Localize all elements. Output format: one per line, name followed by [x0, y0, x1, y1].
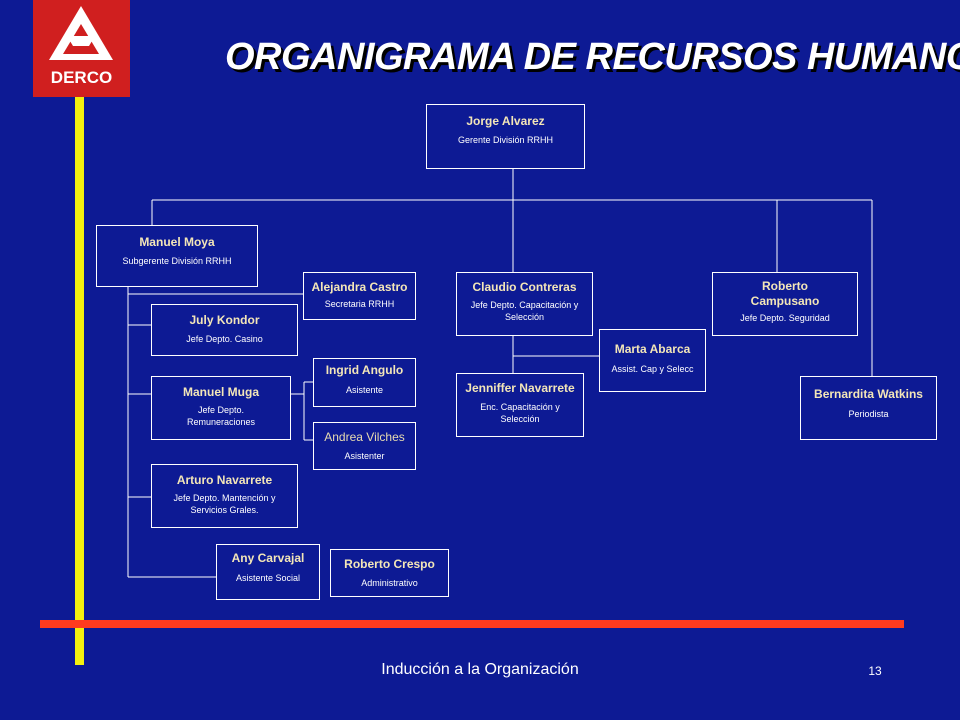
- node-name: Manuel Muga: [182, 385, 259, 399]
- yellow-vertical-bar: [75, 97, 84, 665]
- node-claudio-contreras: Claudio Contreras Jefe Depto. Capacitaci…: [456, 272, 593, 336]
- node-role: Periodista: [848, 409, 889, 419]
- node-role: Jefe Depto. Casino: [186, 334, 263, 344]
- node-role: Jefe Depto. Mantención y Servicios Grale…: [173, 493, 276, 515]
- node-role: Subgerente División RRHH: [122, 256, 232, 266]
- node-roberto-crespo: Roberto Crespo Administrativo: [330, 549, 449, 597]
- page-number: 13: [868, 664, 882, 678]
- node-any-carvajal: Any Carvajal Asistente Social: [216, 544, 320, 600]
- page-title: ORGANIGRAMA DE RECURSOS HUMANOS: [225, 36, 960, 78]
- node-name: Andrea Vilches: [324, 430, 405, 444]
- node-ingrid-angulo: Ingrid Angulo Asistente: [313, 358, 416, 407]
- node-role: Enc. Capacitación y Selección: [480, 402, 560, 424]
- node-manuel-moya: Manuel Moya Subgerente División RRHH: [96, 225, 258, 287]
- node-name: Roberto Crespo: [344, 557, 435, 571]
- node-name: Arturo Navarrete: [176, 473, 273, 487]
- derco-emblem-icon: [49, 6, 113, 60]
- derco-logo: DERCO: [33, 0, 130, 97]
- node-name: Claudio Contreras: [472, 280, 577, 294]
- node-name: Ingrid Angulo: [325, 363, 404, 377]
- node-role: Secretaria RRHH: [324, 299, 395, 309]
- node-role: Assist. Cap y Selecc: [611, 364, 694, 374]
- node-role: Gerente División RRHH: [457, 135, 554, 145]
- node-role: Jefe Depto. Seguridad: [740, 313, 830, 323]
- node-alejandra-castro: Alejandra Castro Secretaria RRHH: [303, 272, 416, 320]
- node-jenniffer-navarrete: Jenniffer Navarrete Enc. Capacitación y …: [456, 373, 584, 437]
- logo-text: DERCO: [50, 68, 113, 87]
- node-role: Jefe Depto. Remuneraciones: [186, 405, 256, 427]
- node-role: Administrativo: [361, 578, 418, 588]
- node-july-kondor: July Kondor Jefe Depto. Casino: [151, 304, 298, 356]
- node-name: Roberto Campusano: [750, 279, 820, 308]
- node-arturo-navarrete: Arturo Navarrete Jefe Depto. Mantención …: [151, 464, 298, 528]
- node-name: Marta Abarca: [614, 342, 691, 356]
- node-andrea-vilches: Andrea Vilches Asistenter: [313, 422, 416, 470]
- node-manuel-muga: Manuel Muga Jefe Depto. Remuneraciones: [151, 376, 291, 440]
- node-name: Any Carvajal: [231, 551, 305, 565]
- node-role: Asistenter: [344, 451, 385, 461]
- node-bernardita-watkins: Bernardita Watkins Periodista: [800, 376, 937, 440]
- node-name: July Kondor: [189, 313, 260, 327]
- node-name: Jenniffer Navarrete: [465, 381, 575, 395]
- node-name: Jorge Alvarez: [466, 114, 545, 128]
- node-role: Asistente: [345, 385, 384, 395]
- footer-text: Inducción a la Organización: [381, 661, 579, 678]
- node-name: Bernardita Watkins: [814, 387, 923, 401]
- node-role: Asistente Social: [235, 573, 301, 583]
- node-jorge-alvarez: Jorge Alvarez Gerente División RRHH: [426, 104, 585, 169]
- red-horizontal-bar: [40, 620, 904, 628]
- node-name: Alejandra Castro: [311, 280, 408, 294]
- node-marta-abarca: Marta Abarca Assist. Cap y Selecc: [599, 329, 706, 392]
- node-name: Manuel Moya: [139, 235, 215, 249]
- node-role: Jefe Depto. Capacitación y Selección: [470, 300, 579, 322]
- node-roberto-campusano: Roberto Campusano Jefe Depto. Seguridad: [712, 272, 858, 336]
